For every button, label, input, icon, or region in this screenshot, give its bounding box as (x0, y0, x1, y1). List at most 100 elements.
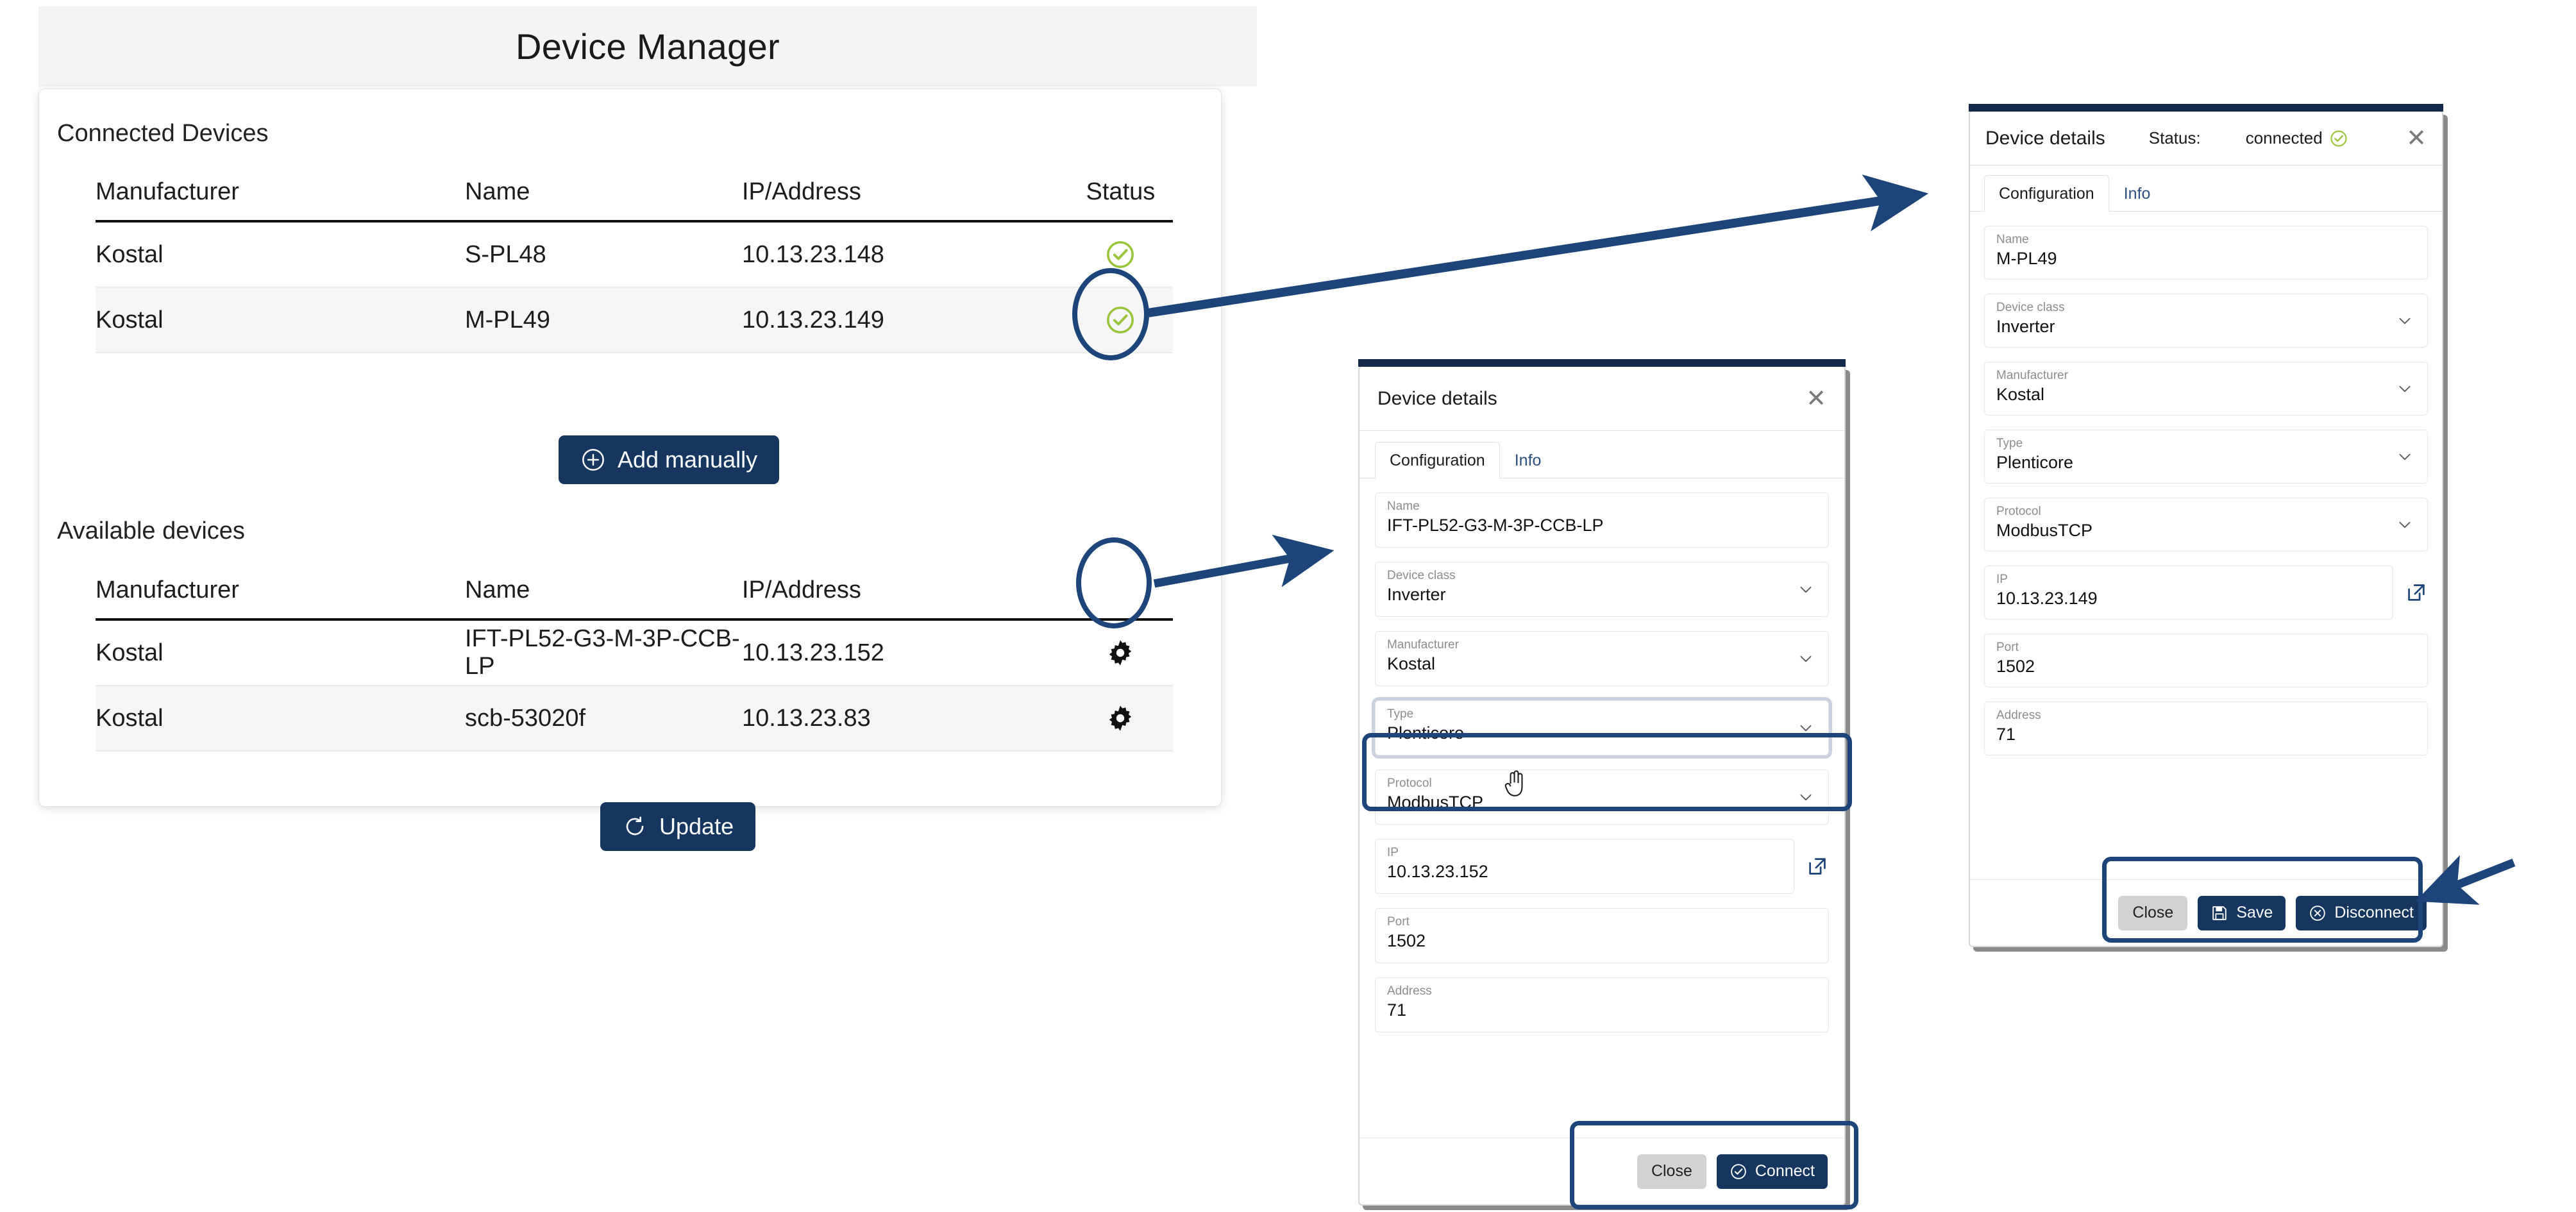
status-badge: connected (2246, 128, 2348, 148)
close-button[interactable]: Close (1637, 1154, 1706, 1189)
floppy-disk-icon (2212, 905, 2227, 920)
status-badge[interactable] (1068, 239, 1173, 271)
field-manufacturer[interactable]: Manufacturer Kostal (1375, 631, 1829, 686)
arrow-connected-status (1147, 174, 1929, 317)
cell-ip: 10.13.23.148 (742, 240, 884, 268)
tab-configuration[interactable]: Configuration (1984, 175, 2109, 212)
field-port[interactable]: Port 1502 (1375, 908, 1829, 963)
add-manually-label: Add manually (618, 446, 758, 473)
refresh-icon (626, 816, 644, 836)
available-devices-table: Manufacturer Name IP/Address Kostal IFT-… (96, 559, 1173, 752)
gear-icon (1109, 705, 1132, 731)
check-circle-icon (2330, 130, 2347, 147)
cell-name: IFT-PL52-G3-M-3P-CCB-LP (465, 625, 740, 680)
column-header-manufacturer: Manufacturer (96, 178, 239, 205)
field-ip[interactable]: IP 10.13.23.149 (1984, 566, 2393, 619)
cell-name: S-PL48 (465, 240, 546, 268)
tab-info[interactable]: Info (2123, 185, 2151, 203)
dialog-title: Device details (1377, 387, 1497, 409)
field-protocol[interactable]: Protocol ModbusTCP (1375, 770, 1829, 825)
page-title: Device Manager (516, 26, 780, 67)
field-label: Manufacturer (1996, 369, 2068, 382)
row-settings-button[interactable] (1068, 703, 1173, 734)
field-name[interactable]: Name IFT-PL52-G3-M-3P-CCB-LP (1375, 492, 1829, 548)
field-label: IP (1996, 573, 2008, 586)
field-device-class[interactable]: Device class Inverter (1375, 562, 1829, 617)
dialog-header: Device details ✕ (1360, 367, 1844, 431)
field-manufacturer[interactable]: Manufacturer Kostal (1984, 362, 2428, 416)
update-button[interactable]: Update (600, 802, 756, 851)
status-badge[interactable] (1068, 304, 1173, 336)
field-type[interactable]: Type Plenticore (1375, 700, 1829, 755)
cell-manufacturer: Kostal (96, 639, 164, 666)
status-label: Status: (2148, 128, 2201, 147)
save-button[interactable]: Save (2198, 895, 2286, 930)
connect-button[interactable]: Connect (1716, 1154, 1828, 1189)
dialog-title: Device details (1985, 127, 2105, 149)
table-row[interactable]: Kostal scb-53020f 10.13.23.83 (96, 686, 1173, 752)
cell-name: scb-53020f (465, 704, 586, 732)
tab-info[interactable]: Info (1514, 451, 1542, 469)
field-value: IFT-PL52-G3-M-3P-CCB-LP (1387, 515, 1604, 535)
chevron-down-icon (1800, 725, 1812, 732)
mouse-cursor-hand-icon (1504, 770, 1523, 796)
close-icon[interactable]: ✕ (1806, 385, 1826, 412)
device-details-dialog-available: Device details ✕ Configuration Info Name… (1358, 359, 1846, 1206)
field-value: ModbusTCP (1387, 792, 1484, 812)
column-header-ip: IP/Address (742, 178, 861, 205)
field-address[interactable]: Address 71 (1984, 702, 2428, 755)
x-circle-icon (2310, 905, 2326, 921)
row-settings-button[interactable] (1068, 637, 1173, 668)
field-port[interactable]: Port 1502 (1984, 634, 2428, 687)
device-manager-card: Connected Devices Manufacturer Name IP/A… (38, 88, 1222, 851)
field-value: M-PL49 (1996, 248, 2057, 268)
field-address[interactable]: Address 71 (1375, 977, 1829, 1032)
cell-name: M-PL49 (465, 306, 551, 333)
field-device-class[interactable]: Device class Inverter (1984, 294, 2428, 348)
field-type[interactable]: Type Plenticore (1984, 430, 2428, 484)
field-value: 71 (1387, 1000, 1407, 1020)
table-row[interactable]: Kostal S-PL48 10.13.23.148 (96, 223, 1173, 288)
chevron-down-icon (1800, 794, 1812, 801)
field-value: 10.13.23.152 (1387, 861, 1488, 881)
gear-icon (1109, 640, 1132, 666)
field-label: Address (1387, 984, 1432, 998)
field-label: Device class (1387, 569, 1456, 582)
chevron-down-icon (2399, 521, 2411, 528)
field-protocol[interactable]: Protocol ModbusTCP (1984, 498, 2428, 551)
field-label: Protocol (1996, 505, 2041, 518)
field-ip[interactable]: IP 10.13.23.152 (1375, 839, 1794, 894)
close-icon[interactable]: ✕ (2406, 124, 2427, 152)
column-header-name: Name (465, 178, 530, 205)
check-circle-icon (1107, 307, 1134, 333)
table-row[interactable]: Kostal IFT-PL52-G3-M-3P-CCB-LP 10.13.23.… (96, 621, 1173, 686)
column-header-status: Status (1086, 178, 1156, 205)
external-link-icon[interactable] (2405, 581, 2428, 604)
cell-manufacturer: Kostal (96, 704, 164, 732)
save-label: Save (2236, 904, 2273, 922)
external-link-icon[interactable] (1806, 855, 1829, 878)
chevron-down-icon (2399, 317, 2411, 324)
tab-configuration[interactable]: Configuration (1375, 442, 1500, 478)
disconnect-label: Disconnect (2334, 904, 2414, 922)
column-header-ip: IP/Address (742, 576, 861, 603)
table-rule (96, 220, 1173, 223)
field-value: Kostal (1387, 653, 1436, 673)
field-label: Port (1996, 641, 2019, 654)
close-button[interactable]: Close (2118, 895, 2188, 930)
connected-devices-heading: Connected Devices (57, 120, 269, 147)
field-name[interactable]: Name M-PL49 (1984, 226, 2428, 280)
field-value: Inverter (1996, 316, 2055, 336)
table-rule (96, 618, 1173, 621)
chevron-down-icon (1800, 655, 1812, 662)
disconnect-button[interactable]: Disconnect (2296, 895, 2427, 930)
cell-ip: 10.13.23.83 (742, 704, 871, 732)
status-value: connected (2245, 128, 2323, 147)
table-row[interactable]: Kostal M-PL49 10.13.23.149 (96, 288, 1173, 353)
cell-manufacturer: Kostal (96, 240, 164, 268)
field-label: Name (1387, 500, 1420, 513)
field-label: Port (1387, 915, 1410, 929)
add-manually-button[interactable]: Add manually (559, 435, 780, 484)
field-label: Type (1996, 437, 2023, 450)
chevron-down-icon (2399, 453, 2411, 460)
